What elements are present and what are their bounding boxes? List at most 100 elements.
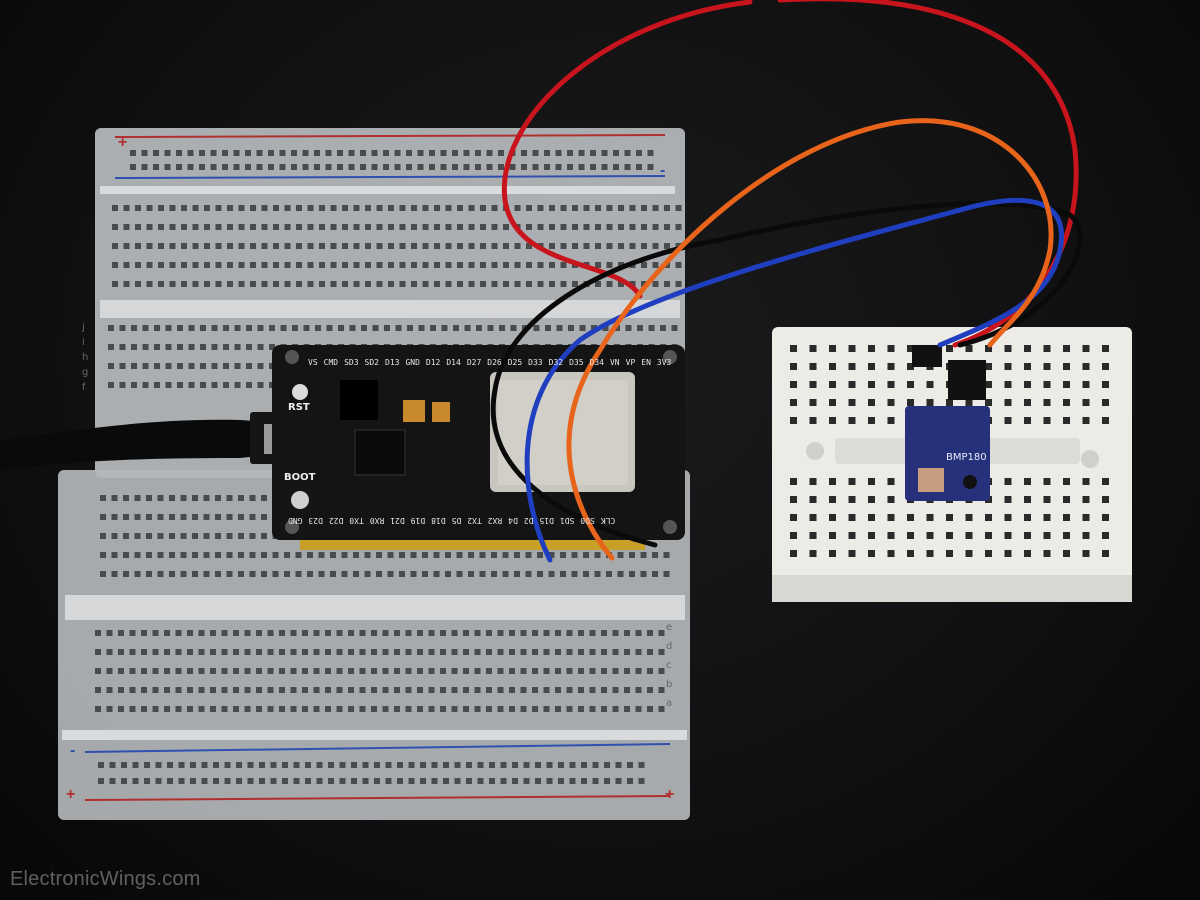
hole: [204, 205, 210, 211]
hole: [314, 150, 320, 156]
hole: [158, 205, 164, 211]
hole: [985, 514, 992, 521]
pin-label: EN: [641, 358, 651, 367]
hole: [463, 164, 470, 170]
hole: [790, 514, 797, 521]
hole: [1102, 496, 1109, 503]
hole: [549, 262, 555, 268]
hole: [555, 687, 561, 693]
hole: [279, 164, 286, 170]
hole: [500, 762, 507, 768]
hole: [200, 344, 206, 350]
hole: [578, 630, 584, 636]
hole: [829, 514, 836, 521]
hole: [267, 706, 274, 712]
hole: [210, 164, 217, 170]
hole: [164, 687, 170, 693]
hole: [606, 262, 613, 268]
hole: [624, 649, 630, 655]
hole: [502, 571, 509, 577]
hole: [227, 243, 233, 249]
hole: [440, 668, 446, 674]
hole: [270, 778, 277, 784]
pin-label: D32: [548, 358, 564, 367]
hole: [1063, 345, 1070, 352]
hole: [545, 325, 551, 331]
hole: [422, 243, 429, 249]
hole: [790, 345, 797, 352]
hole: [887, 345, 895, 352]
hole: [118, 649, 124, 655]
hole: [135, 262, 141, 268]
hole: [181, 243, 187, 249]
hole: [537, 224, 544, 230]
hole: [106, 630, 113, 636]
hole: [500, 778, 507, 784]
hole: [520, 706, 527, 712]
hole: [365, 243, 371, 249]
hole: [259, 778, 265, 784]
hole: [629, 205, 636, 211]
hole: [601, 630, 607, 636]
hole: [1043, 345, 1051, 352]
hole: [581, 778, 587, 784]
hole: [376, 552, 382, 558]
hole: [249, 571, 256, 577]
hole: [233, 150, 240, 156]
hole: [1082, 496, 1090, 503]
hole: [475, 164, 481, 170]
pin-label: g: [82, 367, 89, 378]
hole: [556, 325, 563, 331]
hole: [134, 571, 141, 577]
hole: [411, 281, 417, 287]
hole: [233, 649, 239, 655]
hole: [164, 164, 171, 170]
hole: [604, 778, 610, 784]
hole: [406, 164, 412, 170]
hole: [868, 550, 875, 557]
hole: [376, 243, 383, 249]
hole: [272, 571, 279, 577]
hole: [652, 205, 659, 211]
hole: [371, 687, 377, 693]
hole: [325, 687, 331, 693]
hole: [456, 571, 463, 577]
hole: [353, 262, 360, 268]
hole: [399, 552, 405, 558]
hole: [443, 762, 449, 768]
hole: [394, 630, 400, 636]
hole: [907, 514, 914, 521]
hole: [123, 205, 130, 211]
hole: [618, 205, 624, 211]
hole: [399, 571, 405, 577]
hole: [146, 571, 152, 577]
hole: [302, 706, 308, 712]
hole: [560, 281, 567, 287]
bmp180-sensor: [905, 345, 990, 501]
hole: [985, 345, 992, 352]
hole: [887, 532, 895, 539]
hole: [177, 363, 183, 369]
hole: [384, 325, 390, 331]
hole: [491, 224, 498, 230]
hole: [555, 706, 561, 712]
hole: [175, 649, 182, 655]
hole: [305, 778, 311, 784]
hole: [1082, 417, 1090, 424]
hole: [135, 243, 141, 249]
hole: [624, 687, 630, 693]
hole: [134, 533, 141, 539]
hole: [211, 363, 218, 369]
hole: [532, 164, 539, 170]
hole: [388, 243, 394, 249]
hole: [1063, 532, 1070, 539]
hole: [491, 281, 498, 287]
hole: [190, 778, 196, 784]
hole: [497, 649, 504, 655]
hole: [108, 382, 114, 388]
hole: [457, 224, 463, 230]
hole: [307, 552, 313, 558]
hole: [268, 164, 274, 170]
hole: [261, 281, 268, 287]
hole: [618, 281, 624, 287]
